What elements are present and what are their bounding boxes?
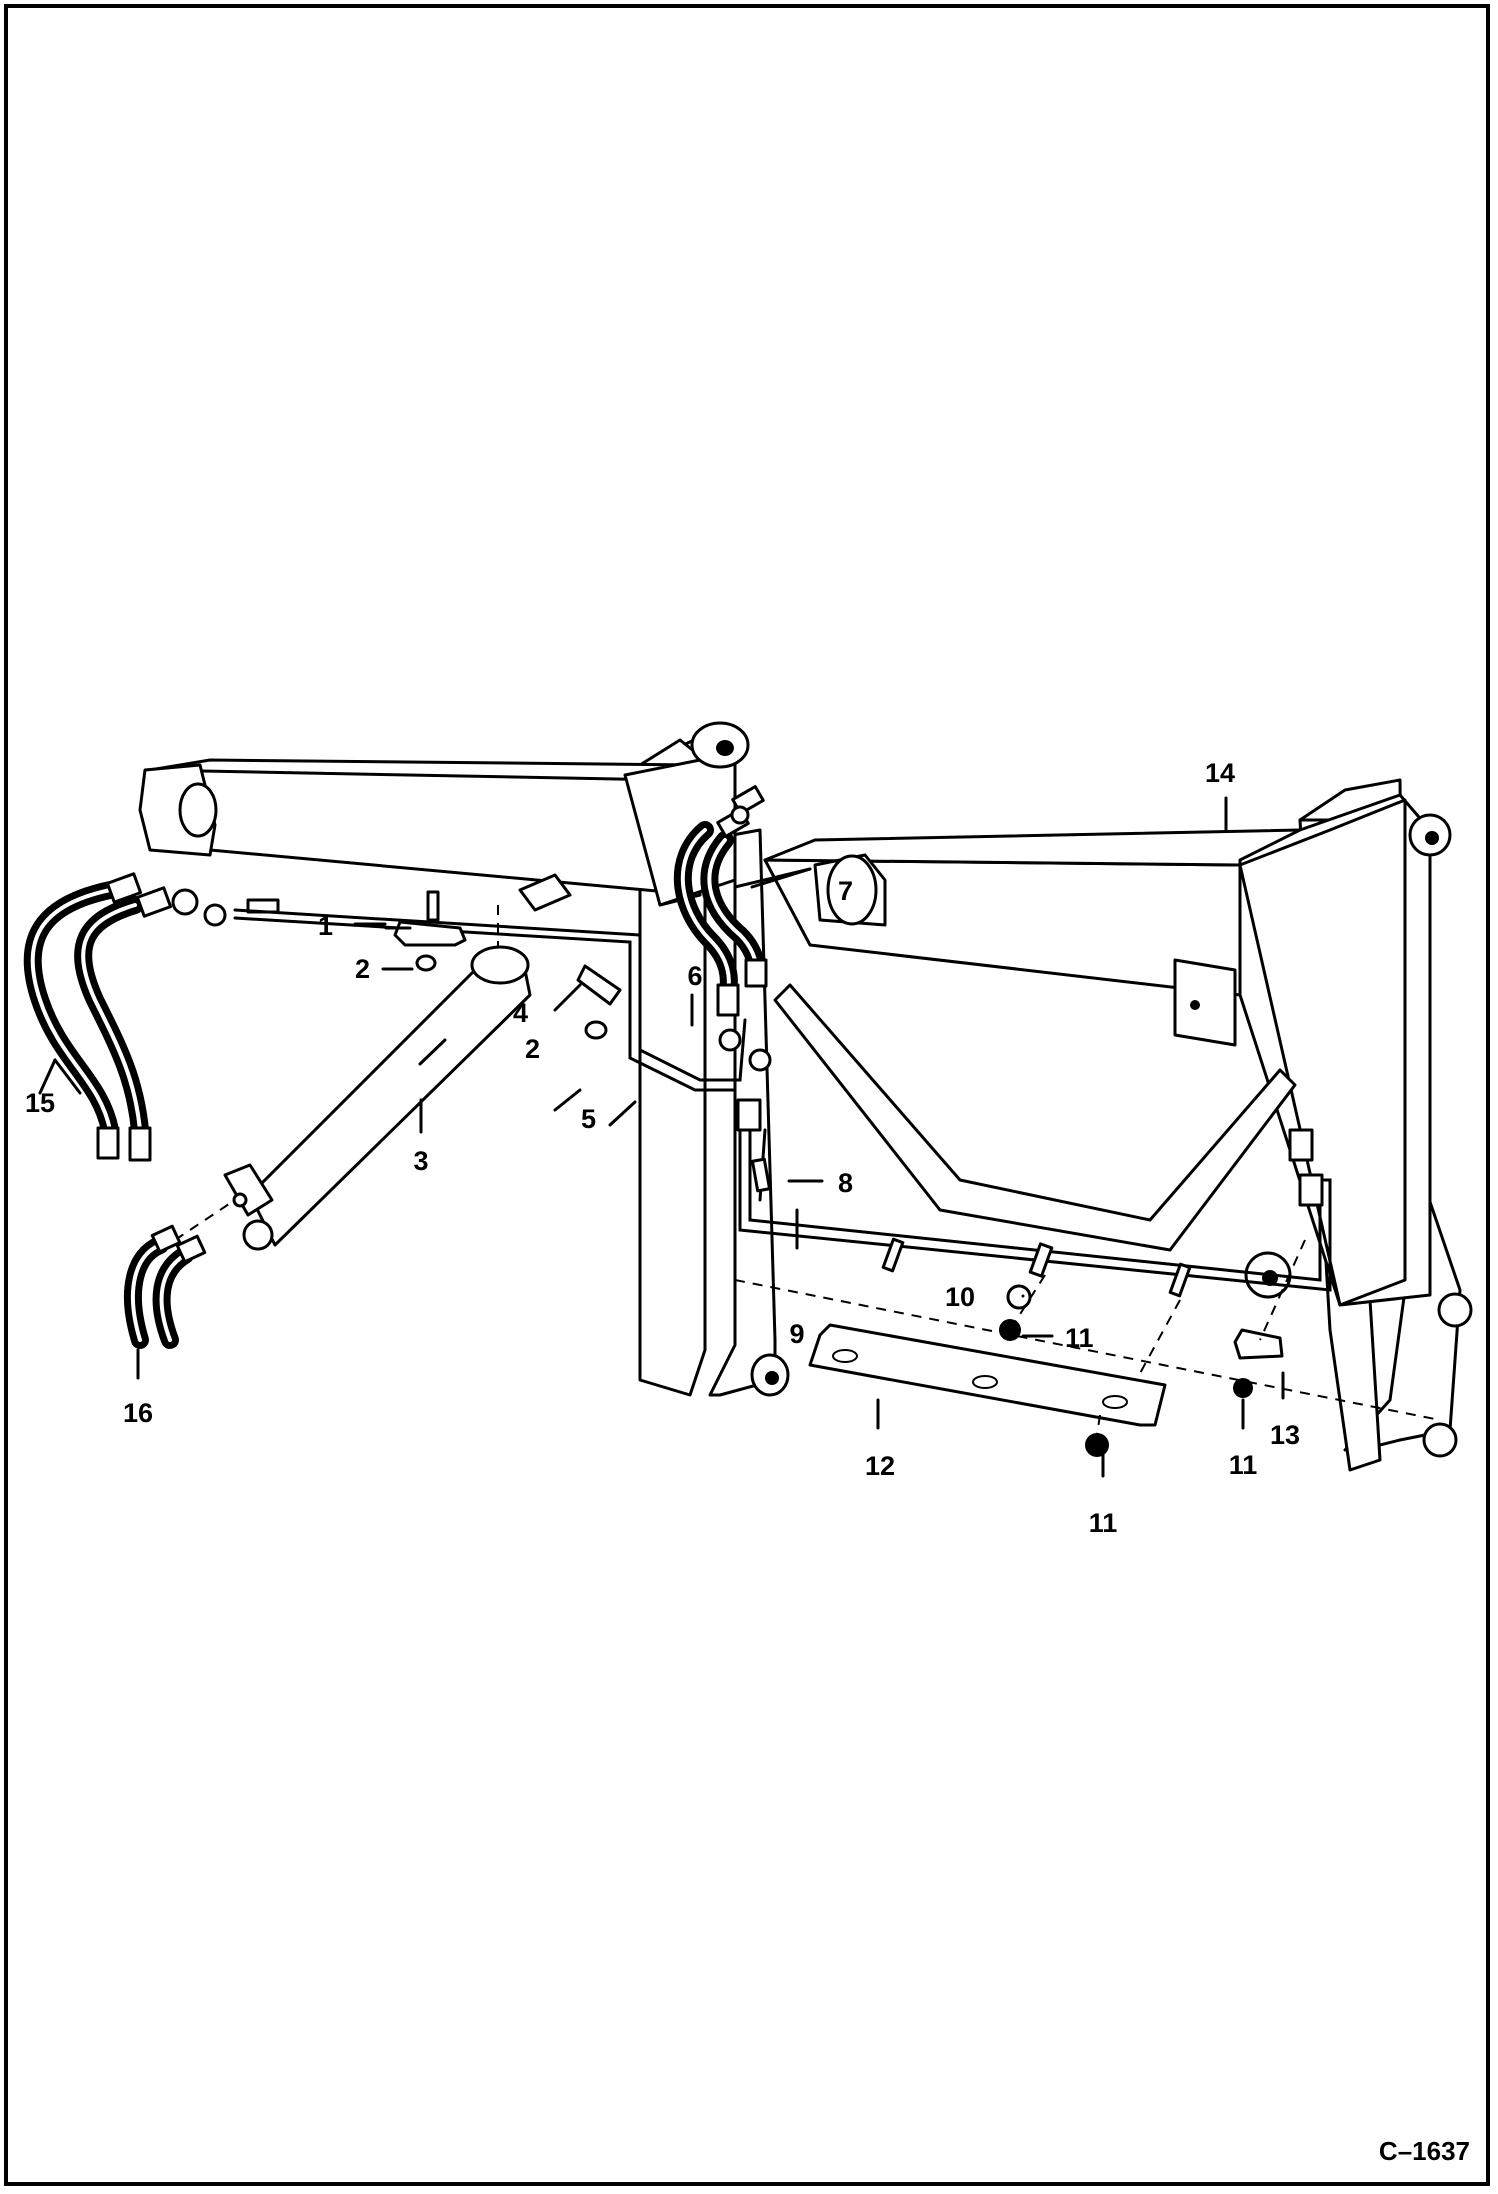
- callout-16: 16: [123, 1398, 153, 1428]
- clamps-and-fasteners: [393, 873, 1306, 1457]
- drawing-border: [4, 4, 1490, 2186]
- callout-2-lower: 2: [525, 1034, 540, 1064]
- callout-10: 10: [945, 1282, 975, 1312]
- callout-14: 14: [1205, 758, 1235, 788]
- hoses-15: [23, 872, 173, 1162]
- callout-11-small: 11: [1229, 1450, 1258, 1480]
- cross-member: [773, 983, 1297, 1252]
- callout-labels: 1 2 2 3 4 5 6 7 8 9 10 11 11 11 12 13 14…: [25, 758, 1300, 1538]
- callout-6: 6: [687, 961, 702, 991]
- callout-8: 8: [838, 1168, 853, 1198]
- callout-11-bottom: 11: [1089, 1508, 1118, 1538]
- drawing-reference-number: C–1637: [1379, 2136, 1470, 2166]
- callout-1: 1: [318, 911, 333, 941]
- callout-2-upper: 2: [355, 954, 370, 984]
- right-loader-arm: [734, 778, 1473, 1472]
- callout-11-right: 11: [1065, 1323, 1094, 1353]
- hoses-7: [673, 785, 768, 1017]
- callout-3: 3: [413, 1146, 428, 1176]
- callout-12: 12: [865, 1451, 895, 1481]
- callout-4: 4: [513, 998, 528, 1028]
- callout-5: 5: [581, 1104, 596, 1134]
- lift-cylinder: [174, 945, 532, 1251]
- hydraulic-tubelines: [233, 908, 1332, 1292]
- left-loader-arm: [138, 721, 790, 1397]
- callout-15: 15: [25, 1088, 55, 1118]
- hoses-16: [124, 1224, 207, 1349]
- callout-7: 7: [838, 876, 853, 906]
- leader-lines: [38, 796, 1285, 1478]
- callout-9: 9: [789, 1319, 804, 1349]
- callout-13: 13: [1270, 1420, 1300, 1450]
